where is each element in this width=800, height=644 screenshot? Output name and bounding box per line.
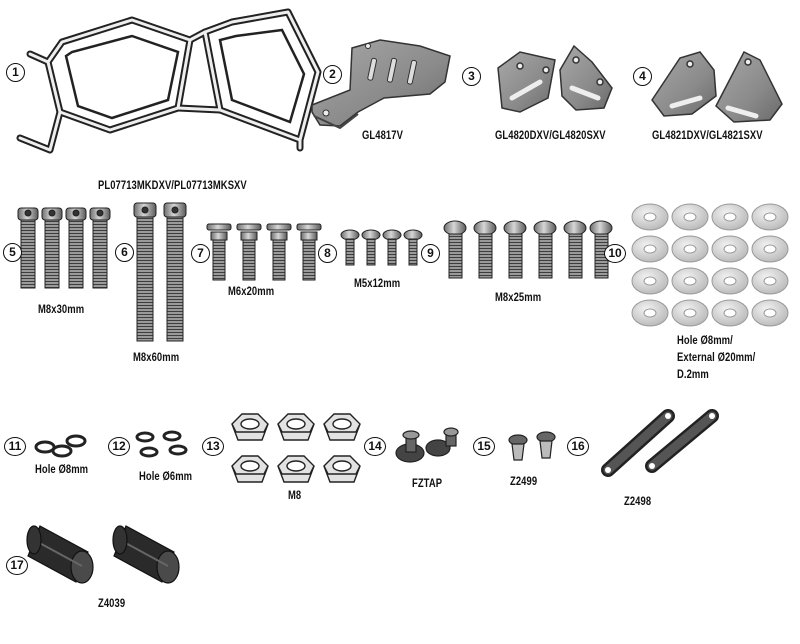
part-code-16: Z2498	[624, 496, 652, 508]
part-code-5: M8x30mm	[38, 304, 85, 316]
item-number-10: 10	[604, 244, 626, 263]
part-code-9: M8x25mm	[495, 292, 542, 304]
item-number-11: 11	[4, 437, 26, 456]
item-number-15: 15	[473, 437, 495, 456]
part-code-13: M8	[288, 490, 302, 502]
item-number-7: 7	[191, 244, 210, 263]
part-code-15: Z2499	[510, 476, 538, 488]
item-number-1: 1	[6, 63, 25, 82]
part-code-10-line-2: External Ø20mm/	[677, 352, 756, 364]
item-number-4: 4	[633, 67, 652, 86]
split-washer-set-12	[135, 430, 188, 458]
nut-set-13	[231, 413, 361, 483]
part-code-11: Hole Ø8mm	[35, 464, 89, 476]
bolt-set-9	[443, 220, 613, 279]
part-code-1: PL07713MKDXV/PL07713MKSXV	[98, 180, 247, 192]
item-number-8: 8	[318, 244, 337, 263]
small-screw-set-8	[340, 229, 423, 266]
bracket-pair-icon-3	[497, 44, 613, 113]
part-code-4: GL4821DXV/GL4821SXV	[652, 130, 763, 142]
split-washer-set-11	[34, 434, 87, 458]
item-number-5: 5	[3, 243, 22, 262]
link-plate-set-16	[601, 409, 719, 477]
mounting-plate-icon	[311, 39, 451, 130]
bolt-set-5	[17, 207, 111, 289]
part-code-6: M8x60mm	[133, 352, 180, 364]
item-number-6: 6	[115, 243, 134, 262]
flange-bolt-set-7	[206, 223, 322, 281]
item-number-16: 16	[567, 437, 589, 456]
part-code-12: Hole Ø6mm	[139, 471, 193, 483]
part-code-14: FZTAP	[412, 478, 443, 490]
rubber-cap-set-17	[26, 525, 180, 584]
item-number-12: 12	[108, 437, 130, 456]
part-code-3: GL4820DXV/GL4820SXV	[495, 130, 606, 142]
long-bolt-set-6	[133, 202, 187, 342]
item-number-2: 2	[323, 65, 342, 84]
flat-washer-set-10	[631, 203, 789, 327]
part-code-2: GL4817V	[362, 130, 403, 142]
part-code-17: Z4039	[98, 598, 126, 610]
item-number-9: 9	[421, 244, 440, 263]
part-code-8: M5x12mm	[354, 278, 401, 290]
item-number-3: 3	[462, 67, 481, 86]
item-number-17: 17	[6, 556, 28, 575]
bracket-pair-icon-4	[651, 50, 783, 123]
item-number-14: 14	[364, 437, 386, 456]
item-number-13: 13	[202, 437, 224, 456]
push-rivet-set-15	[508, 431, 556, 461]
part-code-10-line-1: Hole Ø8mm/	[677, 335, 733, 347]
part-code-7: M6x20mm	[228, 286, 275, 298]
part-code-10-line-3: D.2mm	[677, 369, 709, 381]
plug-set-14	[395, 427, 459, 463]
